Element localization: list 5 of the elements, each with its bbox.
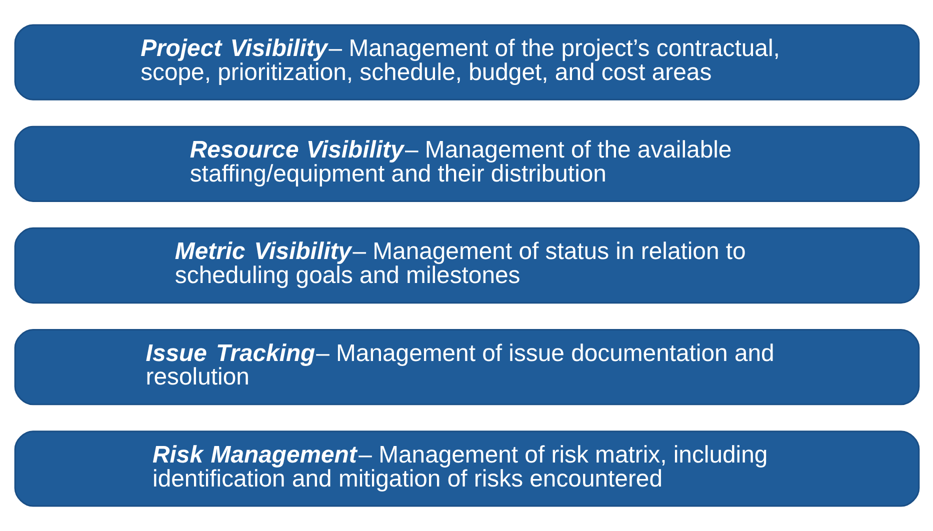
node-box: Project Visibility– Management of the project’s contractual, scope, prioritization, schedule, budget, and cost areas (14, 24, 920, 100)
node-box: Risk Management– Management of risk matrix, including identification and mitigation of risks encountered (14, 430, 920, 507)
node-box: Issue Tracking– Management of issue documentation and resolution (14, 329, 920, 406)
node-box: Metric Visibility– Management of status in relation to scheduling goals and milestones (14, 227, 920, 304)
node-box: Resource Visibility– Management of the available staffing/equipment and their distribution (14, 126, 920, 202)
